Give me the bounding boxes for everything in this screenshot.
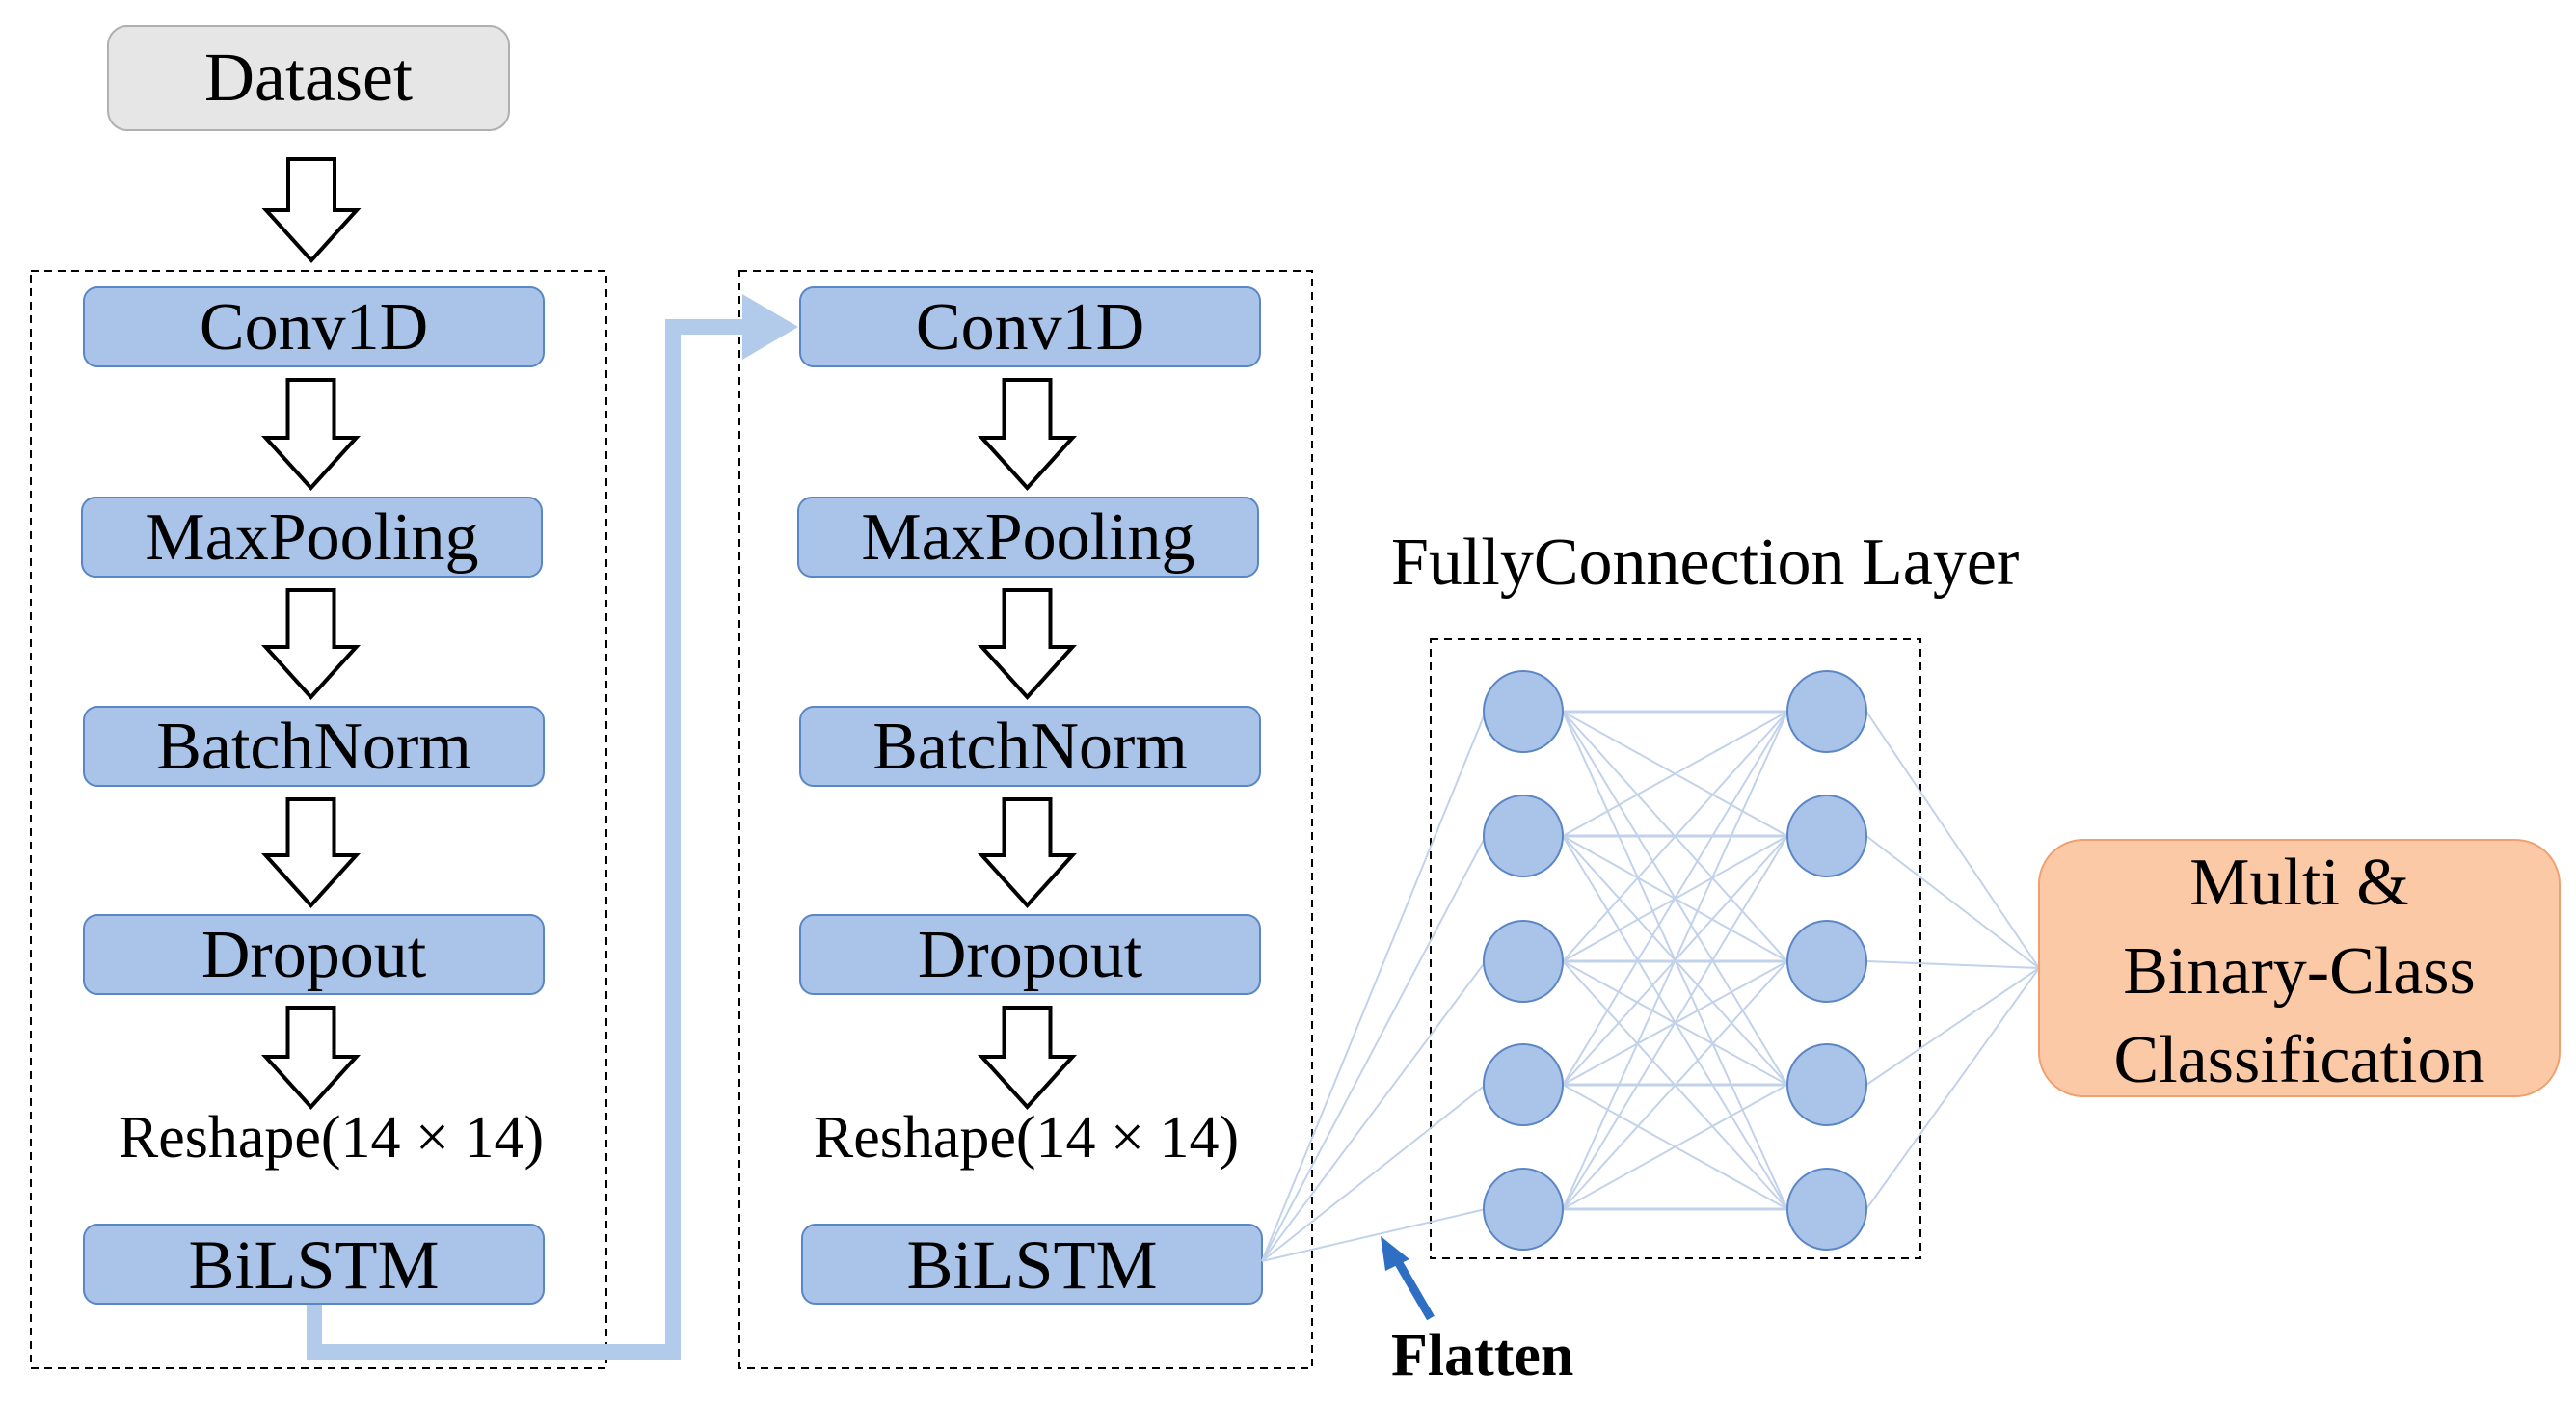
fc-layer-title: FullyConnection Layer — [1391, 525, 2019, 600]
block-1-container — [30, 270, 607, 1369]
down-arrow-icon — [260, 588, 362, 700]
layer-label: BiLSTM — [188, 1226, 439, 1304]
layer-dropout: Dropout — [83, 914, 545, 995]
dataset-label: Dataset — [204, 39, 413, 116]
layer-bilstm: BiLSTM — [801, 1224, 1263, 1305]
neuron-layer2-4 — [1786, 1043, 1867, 1126]
down-arrow-icon — [260, 378, 362, 491]
hidden-edge — [1562, 711, 1788, 1210]
hidden-edge — [1562, 960, 1788, 1210]
output-label-line-3: Classification — [2114, 1023, 2485, 1097]
down-arrow-icon — [977, 588, 1078, 700]
layer-label: Dropout — [918, 918, 1143, 992]
flatten-edge — [1261, 1208, 1487, 1262]
layer-label: MaxPooling — [861, 500, 1194, 575]
hidden-edge — [1562, 835, 1788, 1210]
layer-maxpooling: MaxPooling — [81, 497, 543, 578]
network-nodes — [1483, 670, 1867, 1251]
flatten-edge — [1261, 711, 1487, 1262]
classification-output-node: Multi & Binary-Class Classification — [2038, 839, 2561, 1097]
layer-label: BiLSTM — [906, 1226, 1157, 1304]
layer-conv1d: Conv1D — [83, 286, 545, 367]
layer-dropout: Dropout — [799, 914, 1261, 995]
down-arrow-icon — [260, 1006, 362, 1110]
flatten-label: Flatten — [1391, 1323, 1573, 1388]
layer-conv1d: Conv1D — [799, 286, 1261, 367]
network-edges — [1261, 710, 2040, 1262]
layer-label: BatchNorm — [156, 710, 471, 784]
block-2: Conv1D MaxPoolingBatchNormDropoutReshape(… — [797, 286, 1263, 1305]
flatten-edge — [1261, 835, 1487, 1262]
block-1: Conv1D MaxPoolingBatchNormDropoutReshape(… — [81, 286, 545, 1305]
hidden-edge — [1562, 711, 1788, 962]
down-arrow-icon — [977, 1006, 1078, 1110]
neuron-layer2-2 — [1786, 795, 1867, 877]
down-arrow-icon — [977, 797, 1078, 908]
hidden-edge — [1562, 711, 1788, 837]
layer-maxpooling: MaxPooling — [797, 497, 1259, 578]
flatten-annotation: Flatten — [1381, 1236, 1573, 1388]
down-arrow-icon — [977, 378, 1078, 491]
block-connector-arrow — [307, 294, 798, 1360]
neuron-layer2-3 — [1786, 920, 1867, 1003]
layer-label: MaxPooling — [145, 500, 478, 575]
layer-label: Dropout — [201, 918, 427, 992]
neuron-layer1-2 — [1483, 795, 1564, 877]
layer-label: Conv1D — [916, 290, 1144, 364]
dataset-node: Dataset — [107, 25, 510, 131]
neuron-layer2-5 — [1786, 1168, 1867, 1251]
output-edge — [1865, 960, 2040, 969]
down-arrow-icon — [261, 157, 362, 263]
flatten-edge — [1261, 1084, 1487, 1262]
reshape-label: Reshape(14 × 14) — [119, 1105, 544, 1171]
down-arrow-icon — [260, 797, 362, 908]
block-2-container — [738, 270, 1313, 1369]
layer-batchnorm: BatchNorm — [83, 706, 545, 787]
neuron-layer1-1 — [1483, 670, 1564, 753]
output-label-line-2: Binary-Class — [2123, 934, 2476, 1009]
layer-label: Conv1D — [200, 290, 428, 364]
reshape-label: Reshape(14 × 14) — [814, 1105, 1239, 1171]
hidden-edge — [1562, 1084, 1788, 1210]
output-edge — [1865, 711, 2040, 969]
layer-label: BatchNorm — [872, 710, 1188, 784]
neuron-layer1-5 — [1483, 1168, 1564, 1251]
output-label-line-1: Multi & — [2189, 846, 2409, 920]
neuron-layer2-1 — [1786, 670, 1867, 753]
fc-layer-container — [1430, 638, 1921, 1259]
layer-batchnorm: BatchNorm — [799, 706, 1261, 787]
output-edge — [1865, 967, 2040, 1210]
output-edge — [1865, 835, 2040, 969]
neuron-layer1-3 — [1483, 920, 1564, 1003]
hidden-edge — [1562, 711, 1788, 1086]
output-edge — [1865, 967, 2040, 1086]
layer-bilstm: BiLSTM — [83, 1224, 545, 1305]
flatten-edge — [1261, 960, 1487, 1262]
neuron-layer1-4 — [1483, 1043, 1564, 1126]
